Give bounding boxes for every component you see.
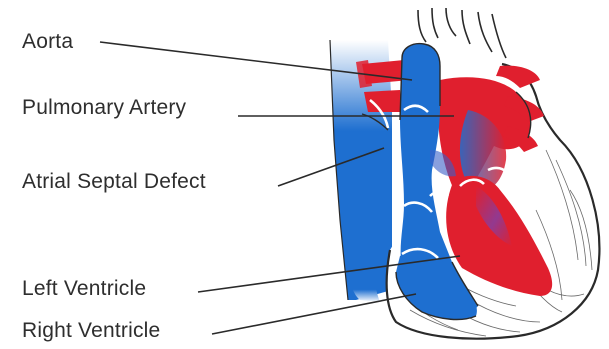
aorta-label: Aorta [22,30,73,54]
atrial-septal-defect-label: Atrial Septal Defect [22,170,206,194]
right-ventricle-leader [212,294,416,334]
right-ventricle-label: Right Ventricle [22,319,160,343]
left-ventricle-label: Left Ventricle [22,277,146,301]
pulmonary-artery-label: Pulmonary Artery [22,96,186,120]
